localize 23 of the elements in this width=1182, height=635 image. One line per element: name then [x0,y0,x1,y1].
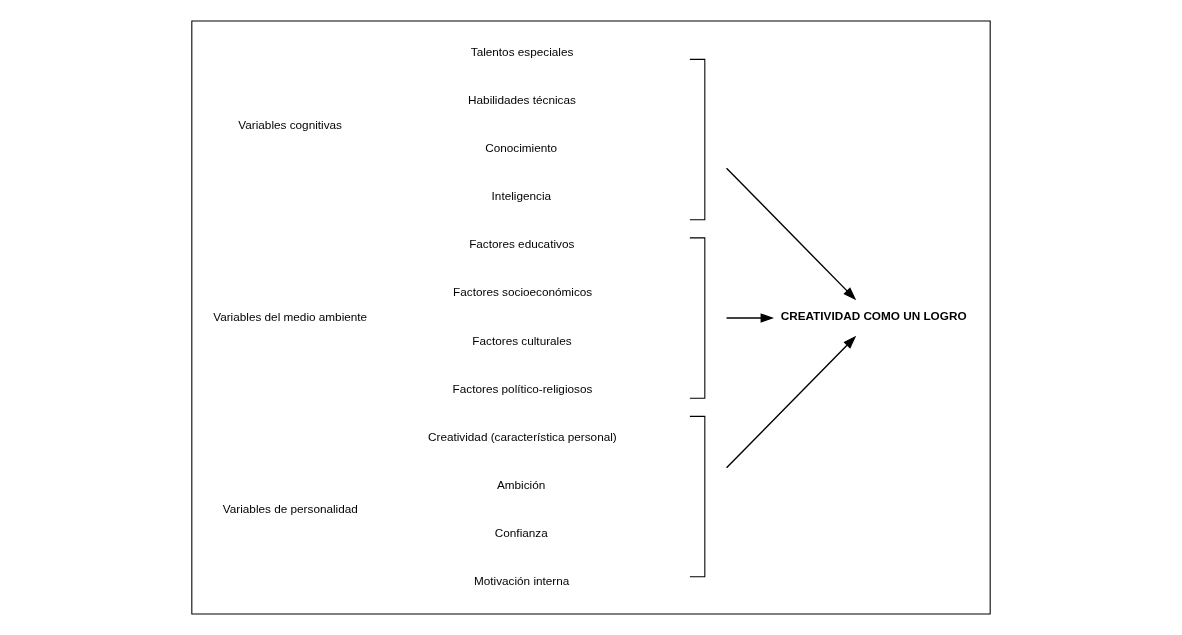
node-bracket [689,58,706,221]
node-text: Talentos especiales [470,44,574,58]
cluster [191,20,991,615]
node-text: Confianza [494,525,548,539]
arrow [725,167,857,301]
node-text: Creatividad (característica personal) [428,429,617,443]
node-text: Variables de personalidad [222,502,358,516]
node-text: Factores culturales [472,333,572,347]
node-text: Conocimiento [485,141,558,155]
node-text: Habilidades técnicas [468,93,576,107]
node-text: Factores educativos [469,237,575,251]
node-text: Factores político-religiosos [452,381,593,395]
node-bracket [689,415,706,578]
node-text: Inteligencia [491,189,552,203]
node-text: Ambición [496,477,546,491]
node-text: Factores socioeconómicos [453,285,593,299]
arrow [725,313,775,323]
node-text: Variables del medio ambiente [213,310,368,324]
node-bracket [689,237,706,399]
node-text: CREATIVIDAD COMO UN LOGRO [780,308,967,322]
node-text: Motivación interna [473,574,570,588]
arrow [725,335,857,469]
node-text: Variables cognitivas [238,117,342,131]
